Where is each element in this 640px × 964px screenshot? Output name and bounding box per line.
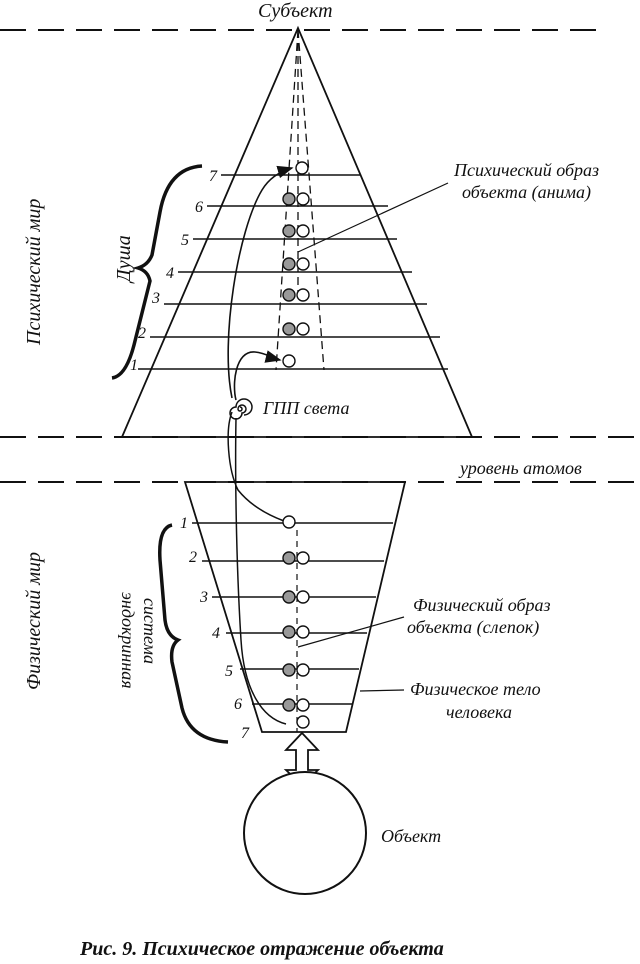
- psychic-level-numbers: 7 6 5 4 3 2 1: [130, 168, 218, 374]
- psychic-image-label-line2: объекта (анима): [462, 182, 591, 203]
- gpp-spiral: [229, 398, 253, 420]
- atom-level-label: уровень атомов: [458, 458, 582, 478]
- physical-image-circles: [282, 515, 310, 729]
- soul-brace: [111, 164, 203, 380]
- physical-level-lines: [192, 522, 393, 705]
- physical-trapezoid: [183, 481, 407, 733]
- psychic-triangle: [120, 25, 474, 438]
- physical-image-label-line2: объекта (слепок): [407, 617, 539, 638]
- level-number: 7: [241, 725, 250, 742]
- physical-world-label: Физический мир: [23, 552, 45, 690]
- endocrine-label-line1: эндокринная: [118, 592, 138, 689]
- endocrine-brace: [158, 523, 229, 744]
- level-number: 3: [199, 589, 208, 606]
- psychic-image-label-line1: Психический образ: [453, 160, 599, 180]
- level-number: 5: [225, 663, 233, 680]
- gpp-line-to-lower-level-7: [234, 417, 287, 725]
- level-number: 2: [138, 325, 146, 342]
- level-number: 4: [212, 625, 220, 642]
- level-number: 7: [209, 168, 218, 185]
- level-number: 3: [151, 290, 160, 307]
- soul-label: Душа: [113, 235, 135, 284]
- physical-body-label-line2: человека: [446, 702, 512, 722]
- physical-image-label-line1: Физический образ: [413, 595, 551, 615]
- level-number: 6: [195, 199, 203, 216]
- gpp-arrow-to-level-7: [227, 165, 294, 399]
- gpp-light-label: ГПП света: [262, 398, 350, 418]
- subject-label: Субъект: [258, 0, 333, 22]
- psychic-world-label: Психический мир: [23, 199, 45, 346]
- gpp-arrow-to-level-1: [233, 350, 282, 401]
- object-label: Объект: [381, 826, 441, 846]
- level-number: 4: [166, 265, 174, 282]
- psychic-image-circles: [282, 161, 310, 368]
- level-number: 1: [180, 515, 188, 532]
- psychic-image-pointer: [297, 182, 449, 253]
- figure-caption: Рис. 9. Психическое отражение объекта: [79, 938, 444, 960]
- endocrine-label-line2: система: [140, 598, 160, 664]
- level-number: 1: [130, 357, 138, 374]
- psychic-level-lines: [138, 174, 448, 370]
- gpp-line-to-lower-level-1: [227, 411, 285, 522]
- object-circle: [243, 771, 367, 895]
- physical-image-pointer: [297, 616, 405, 648]
- level-number: 5: [181, 232, 189, 249]
- physical-body-pointer: [359, 689, 405, 692]
- level-number: 2: [189, 549, 197, 566]
- level-number: 6: [234, 696, 242, 713]
- physical-body-label-line1: Физическое тело: [410, 679, 541, 699]
- physical-level-numbers: 1 2 3 4 5 6 7: [180, 515, 250, 742]
